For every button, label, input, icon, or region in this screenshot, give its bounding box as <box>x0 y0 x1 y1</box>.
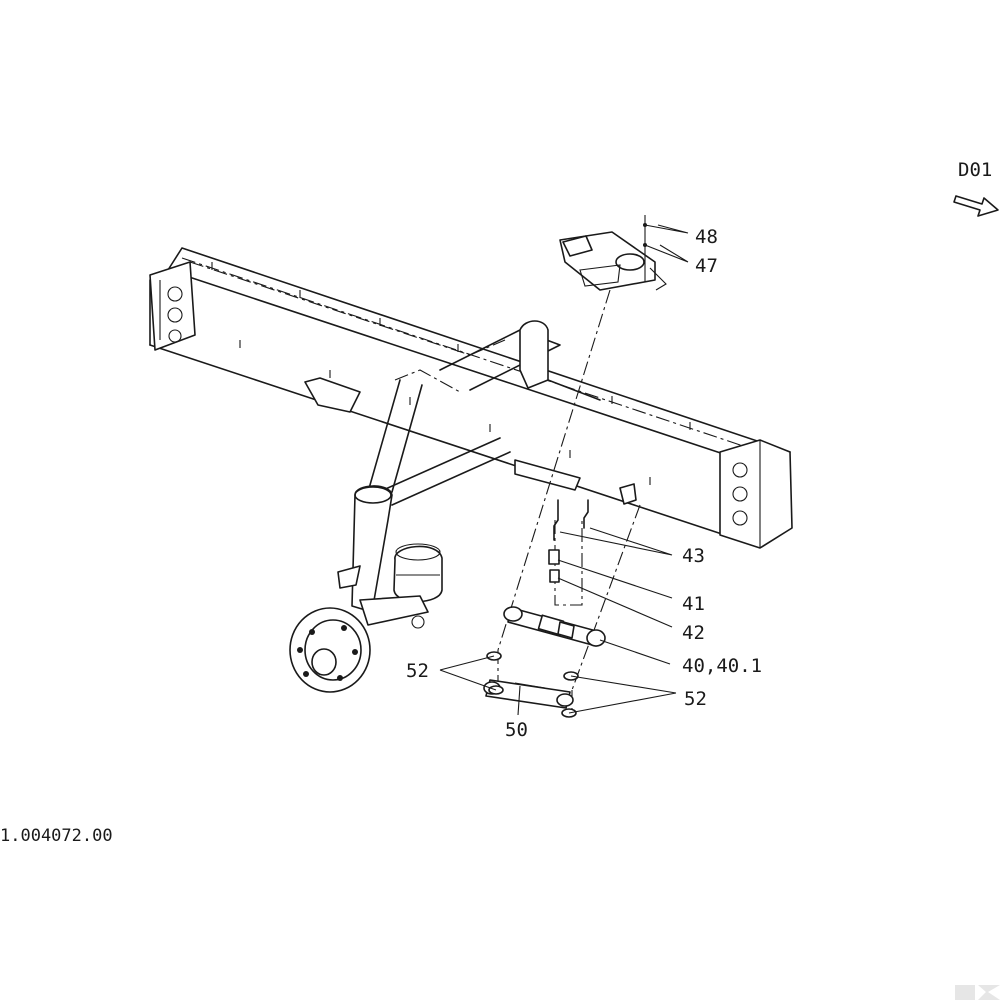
assembly-center-lines <box>189 261 641 710</box>
callout-47: 47 <box>695 255 718 277</box>
sensor-parts <box>548 483 637 583</box>
drawing-number: 1.004072.00 <box>0 826 113 846</box>
main-beam <box>149 247 793 549</box>
callout-41: 41 <box>682 593 705 615</box>
callout-42: 42 <box>682 622 705 644</box>
view-reference-label: D01 <box>958 159 992 181</box>
axle-assembly <box>289 485 443 693</box>
callout-52-right: 52 <box>684 688 707 710</box>
callout-43: 43 <box>682 545 705 567</box>
callout-40-40-1: 40,40.1 <box>682 655 762 677</box>
upper-bracket <box>559 231 667 291</box>
callout-52-left: 52 <box>406 660 429 682</box>
callout-48: 48 <box>695 226 718 248</box>
view-direction-arrow-icon <box>953 195 999 217</box>
shock-absorber <box>483 679 574 709</box>
cylinder-assembly <box>503 606 606 647</box>
leader-lines <box>439 215 689 716</box>
callout-50: 50 <box>505 719 528 741</box>
brand-logo-icon <box>955 985 1000 1000</box>
drawbar-arm <box>367 320 601 506</box>
